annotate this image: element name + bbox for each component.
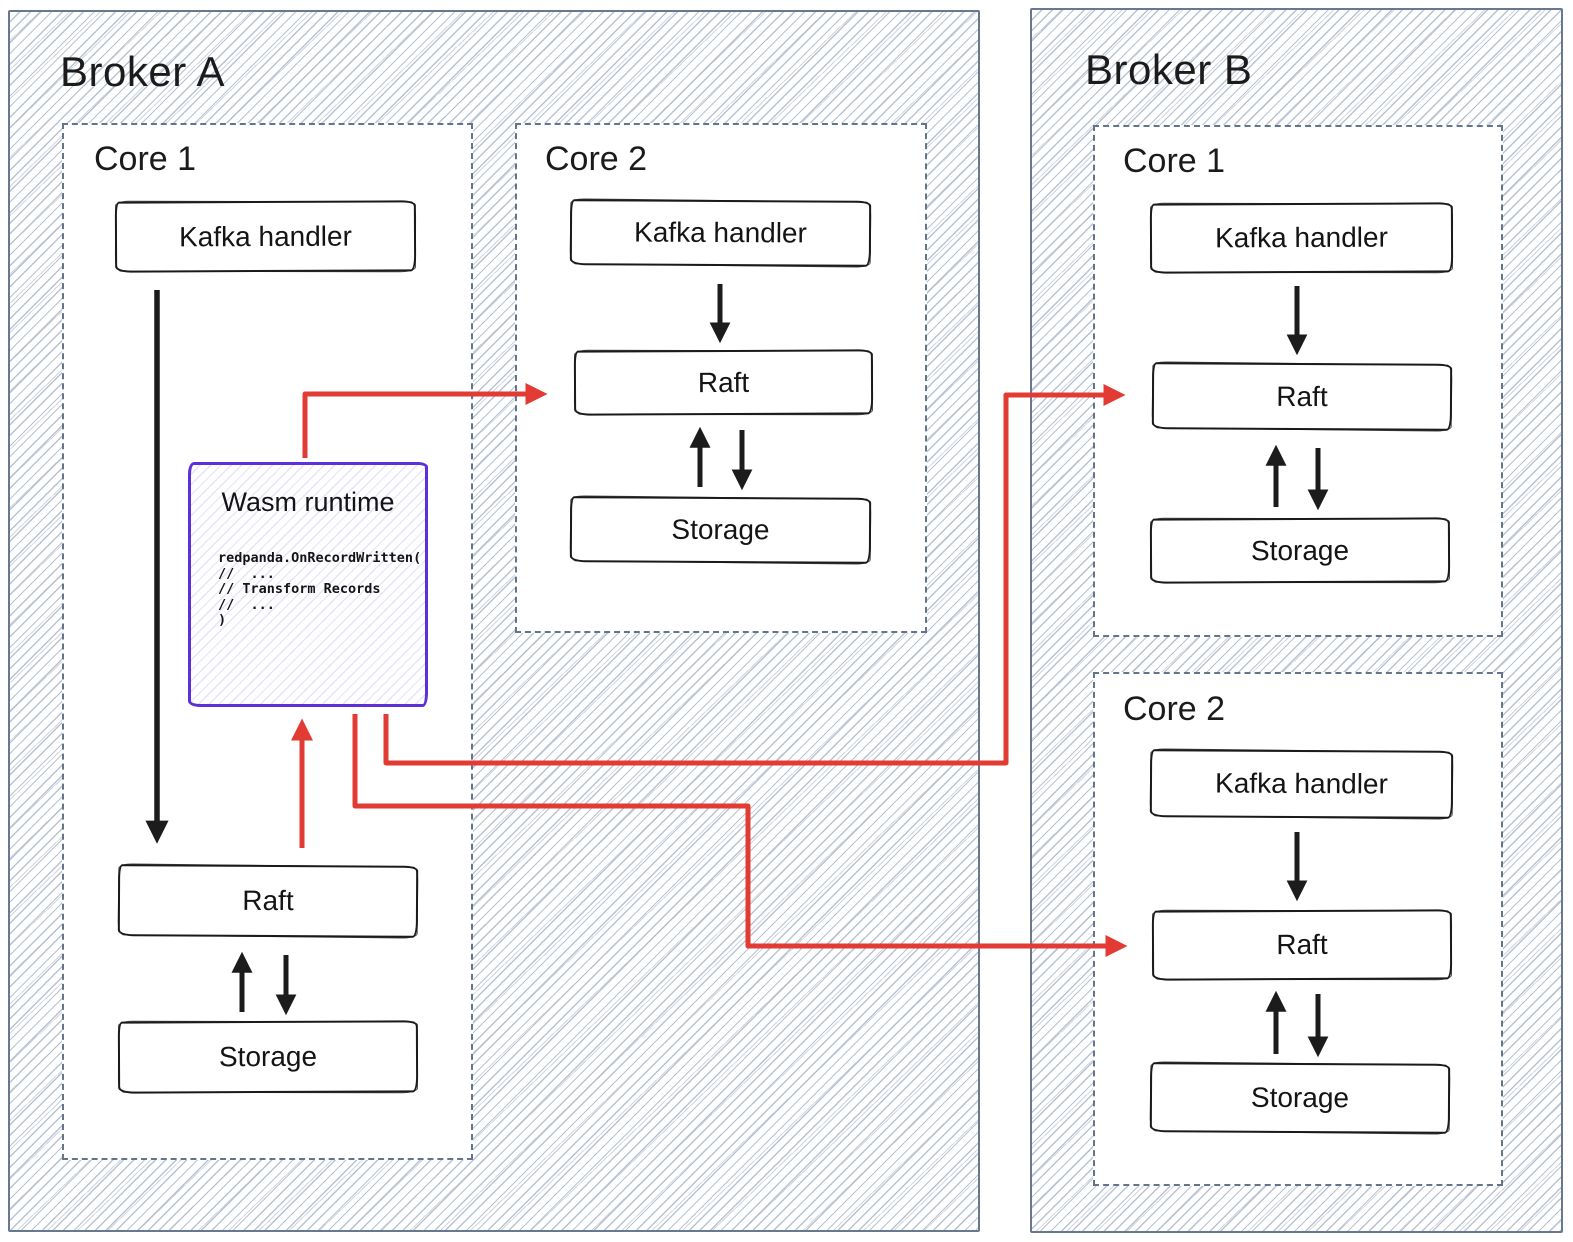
- broker-b-core1-kafka-handler-box: Kafka handler: [1149, 202, 1454, 274]
- broker-b-core2-raft-box: Raft: [1151, 909, 1453, 981]
- storage-label: Storage: [1250, 534, 1350, 566]
- wasm-code-snippet: redpanda.OnRecordWritten( // ... // Tran…: [218, 550, 422, 628]
- kafka-handler-label: Kafka handler: [179, 220, 352, 252]
- broker-a-core1-kafka-handler-box: Kafka handler: [114, 200, 417, 273]
- storage-label: Storage: [1250, 1081, 1350, 1114]
- broker-b-title: Broker B: [1085, 46, 1253, 93]
- broker-a-core2-storage-box: Storage: [569, 496, 872, 564]
- broker-a-core2-title: Core 2: [545, 140, 648, 178]
- wasm-runtime-title: Wasm runtime: [221, 487, 395, 517]
- raft-label: Raft: [1276, 928, 1328, 961]
- broker-b-core1-title: Core 1: [1123, 142, 1226, 180]
- broker-b-core2-kafka-handler-box: Kafka handler: [1149, 749, 1454, 819]
- kafka-handler-label: Kafka handler: [1215, 221, 1388, 254]
- broker-b-core1-raft-box: Raft: [1151, 362, 1453, 431]
- broker-a-core1-raft-box: Raft: [117, 864, 419, 938]
- broker-a-core1-storage-box: Storage: [117, 1020, 419, 1094]
- broker-a-core2-kafka-handler-box: Kafka handler: [569, 199, 872, 267]
- kafka-handler-label: Kafka handler: [634, 216, 807, 249]
- storage-label: Storage: [671, 513, 770, 546]
- storage-label: Storage: [218, 1040, 318, 1073]
- kafka-handler-label: Kafka handler: [1215, 767, 1388, 800]
- broker-b-core2-storage-box: Storage: [1149, 1062, 1451, 1134]
- broker-b-core1-storage-box: Storage: [1149, 517, 1451, 584]
- raft-label: Raft: [1276, 380, 1328, 412]
- broker-a-core2-raft-box: Raft: [573, 349, 874, 416]
- wasm-runtime-box: Wasm runtime redpanda.OnRecordWritten( /…: [188, 462, 428, 707]
- broker-b-core2-title: Core 2: [1123, 690, 1226, 728]
- broker-a-title: Broker A: [60, 48, 226, 95]
- raft-label: Raft: [697, 366, 750, 398]
- raft-label: Raft: [242, 884, 294, 917]
- broker-a-core1-title: Core 1: [94, 140, 197, 178]
